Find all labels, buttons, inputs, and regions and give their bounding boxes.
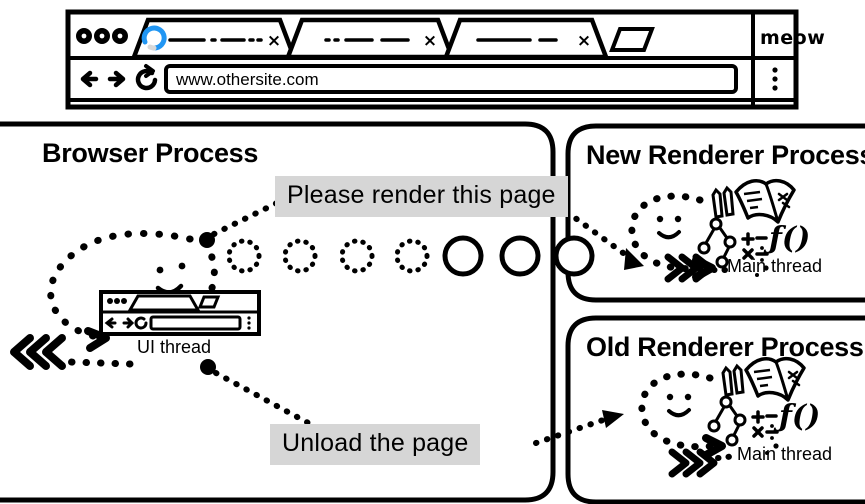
new-renderer-title: New Renderer Process xyxy=(586,140,865,170)
render-message-arrow xyxy=(564,209,644,270)
window-controls[interactable] xyxy=(76,28,128,44)
old-renderer-title: Old Renderer Process xyxy=(586,332,864,362)
rewind-chevrons-icon xyxy=(10,334,66,370)
old-renderer-main-thread-graphic: ƒ() xyxy=(638,356,820,478)
svg-text:ƒ(): ƒ() xyxy=(763,221,810,256)
address-bar[interactable] xyxy=(164,64,738,94)
task-dot-filled xyxy=(199,232,215,248)
tab-2-close-icon: × xyxy=(423,31,437,51)
open-book-icon-old xyxy=(744,356,806,402)
browser-process-title: Browser Process xyxy=(42,138,259,168)
ui-thread-browser-icon xyxy=(99,290,261,336)
task-dot-dotted-1 xyxy=(226,238,262,274)
browser-menu-icon[interactable] xyxy=(772,67,778,91)
pencils-icon-new xyxy=(711,185,735,219)
toolbar-reload-button[interactable] xyxy=(135,64,158,91)
svg-text:ƒ(): ƒ() xyxy=(773,399,820,434)
math-symbols-icon-new xyxy=(741,232,769,277)
renderer-chevrons-icon-old xyxy=(668,448,739,478)
renderer-smiley-icon-old xyxy=(666,393,692,418)
new-renderer-main-thread-graphic: ƒ() xyxy=(628,178,810,283)
task-dot-solid-1 xyxy=(442,235,484,277)
dom-tree-icon-old xyxy=(707,395,747,447)
tab-1-close-icon: × xyxy=(267,31,281,51)
renderer-chevrons-icon-new xyxy=(664,253,735,283)
task-dot-solid-2 xyxy=(499,235,541,277)
new-renderer-main-thread-label: Main thread xyxy=(727,256,823,276)
unload-message-connector xyxy=(200,359,315,428)
tab-3-close-icon: × xyxy=(577,31,591,51)
browser-brand-label: meow xyxy=(760,27,826,49)
old-renderer-main-thread-label: Main thread xyxy=(737,444,833,464)
task-dot-solid-3 xyxy=(553,235,595,277)
task-dot-dotted-4 xyxy=(394,238,430,274)
function-icon-new: ƒ() xyxy=(763,221,810,256)
task-queue xyxy=(199,232,595,277)
message-render-this-page: Please render this page xyxy=(275,176,568,217)
new-tab-button[interactable] xyxy=(609,27,655,52)
toolbar-forward-button[interactable] xyxy=(107,70,126,88)
message-unload-the-page: Unload the page xyxy=(270,424,481,465)
task-dot-dotted-2 xyxy=(282,238,318,274)
render-message-connector xyxy=(211,197,286,237)
browser-tab-1[interactable]: × xyxy=(130,17,298,60)
renderer-smiley-icon-new xyxy=(656,215,682,240)
ui-thread-label: UI thread xyxy=(137,337,212,357)
pencils-icon-old xyxy=(721,363,745,397)
task-dot-dotted-3 xyxy=(339,238,375,274)
math-symbols-icon-old xyxy=(751,410,779,455)
loading-spinner-icon xyxy=(141,25,167,51)
dom-tree-icon-new xyxy=(697,217,737,269)
toolbar-back-button[interactable] xyxy=(80,70,99,88)
ui-thread-smiley-icon xyxy=(155,262,186,295)
open-book-icon-new xyxy=(734,178,796,224)
function-icon-old: ƒ() xyxy=(773,399,820,434)
address-bar-value[interactable]: www.othersite.com xyxy=(176,70,319,89)
browser-window[interactable]: × × × xyxy=(65,9,799,110)
browser-process-panel xyxy=(0,121,556,503)
browser-tab-2[interactable]: × xyxy=(284,17,456,60)
unload-source-dot xyxy=(200,359,216,375)
unload-message-arrow xyxy=(533,410,624,446)
browser-tab-3[interactable]: × xyxy=(442,17,610,60)
old-renderer-panel xyxy=(565,315,865,504)
